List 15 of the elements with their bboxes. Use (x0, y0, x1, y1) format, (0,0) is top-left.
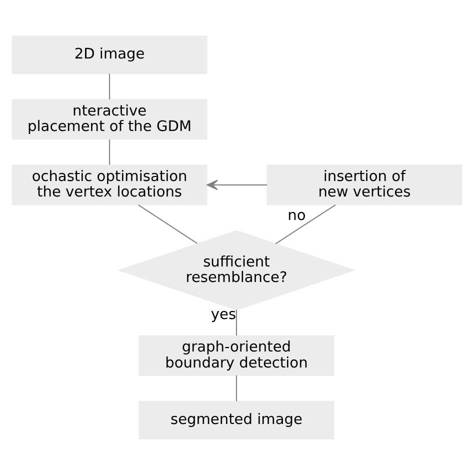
node-box: segmented image (138, 400, 334, 439)
arrow (206, 179, 268, 190)
connector (138, 204, 198, 244)
connector (109, 73, 110, 99)
node-box: graph-oriented boundary detection (138, 334, 334, 376)
edge-label: no (288, 206, 306, 224)
connector (275, 204, 336, 244)
connector (236, 374, 237, 401)
node-box: 2D image (12, 35, 208, 74)
connector (236, 310, 237, 335)
node-diamond: sufficient resemblance? (117, 230, 356, 310)
connector (109, 138, 110, 164)
node-box: nteractive placement of the GDM (12, 98, 208, 140)
node-box: ochastic optimisation the vertex locations (12, 164, 208, 205)
node-box: insertion of new vertices (266, 164, 462, 205)
